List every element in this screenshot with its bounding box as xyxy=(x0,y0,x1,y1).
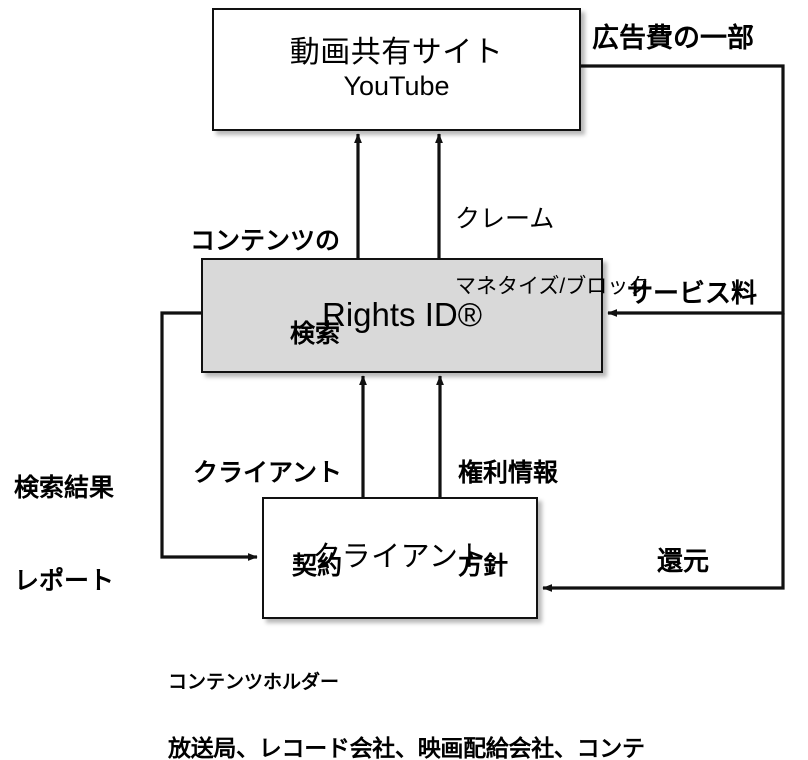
label-service-fee: サービス料 xyxy=(627,278,758,308)
node-client-label: クライアント xyxy=(312,541,488,574)
label-claim-line2: マネタイズ/ブロック xyxy=(455,275,650,299)
label-rights-information-line1: 権利情報 xyxy=(458,459,559,487)
edge-ad-revenue-service-fee xyxy=(581,64,785,317)
label-rights-information-line2: 方針 xyxy=(458,552,509,580)
node-client[interactable]: クライアント xyxy=(262,497,538,619)
node-video-sharing-site[interactable]: 動画共有サイト YouTube xyxy=(212,8,581,131)
node-video-sharing-site-title: 動画共有サイト xyxy=(289,36,504,70)
caption-heading: コンテンツホルダー xyxy=(168,672,340,693)
label-search-result-report-line2: レポート xyxy=(14,567,115,595)
label-content-search-line2: 検索 xyxy=(289,320,340,348)
node-rights-id-label: Rights ID® xyxy=(321,296,483,334)
caption-content-holder: コンテンツホルダー 放送局、レコード会社、映画配給会社、コンテ ンツ制作会社(音… xyxy=(168,633,808,760)
caption-body-line1: 放送局、レコード会社、映画配給会社、コンテ xyxy=(168,734,645,760)
label-client-contract: クライアント 契約 xyxy=(170,396,342,644)
label-search-result-report-line1: 検索結果 xyxy=(14,474,115,502)
label-claim-line1: クレーム xyxy=(455,204,555,233)
node-rights-id[interactable]: Rights ID® xyxy=(201,258,603,373)
label-content-search: コンテンツの 検索 xyxy=(150,164,340,412)
label-client-contract-line2: 契約 xyxy=(291,552,342,580)
edge-search-result-report xyxy=(160,311,258,561)
label-payback: 還元 xyxy=(657,546,710,576)
label-client-contract-line1: クライアント xyxy=(192,459,342,487)
edge-payback xyxy=(542,313,785,592)
node-video-sharing-site-subtitle: YouTube xyxy=(343,71,450,102)
label-ad-revenue-share: 広告費の一部 xyxy=(592,23,754,53)
label-claim: クレーム マネタイズ/ブロック xyxy=(455,164,695,340)
label-search-result-report: 検索結果 レポート xyxy=(14,411,164,659)
label-rights-information: 権利情報 方針 xyxy=(458,396,638,644)
label-content-search-line1: コンテンツの xyxy=(189,227,340,255)
